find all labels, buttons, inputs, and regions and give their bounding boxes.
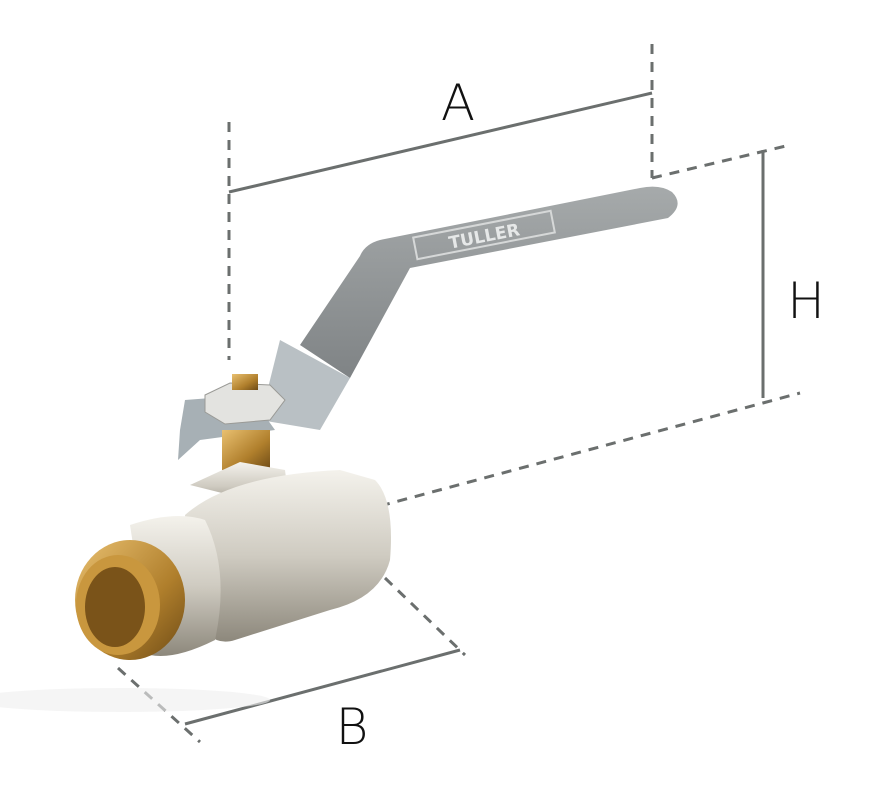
dimension-h	[379, 143, 801, 508]
dimension-a	[227, 44, 654, 360]
dimension-label-b: B	[336, 698, 369, 756]
dimension-label-h: H	[787, 272, 825, 330]
dimension-label-a: A	[441, 74, 475, 132]
ball-valve-image: TULLER	[0, 186, 678, 712]
